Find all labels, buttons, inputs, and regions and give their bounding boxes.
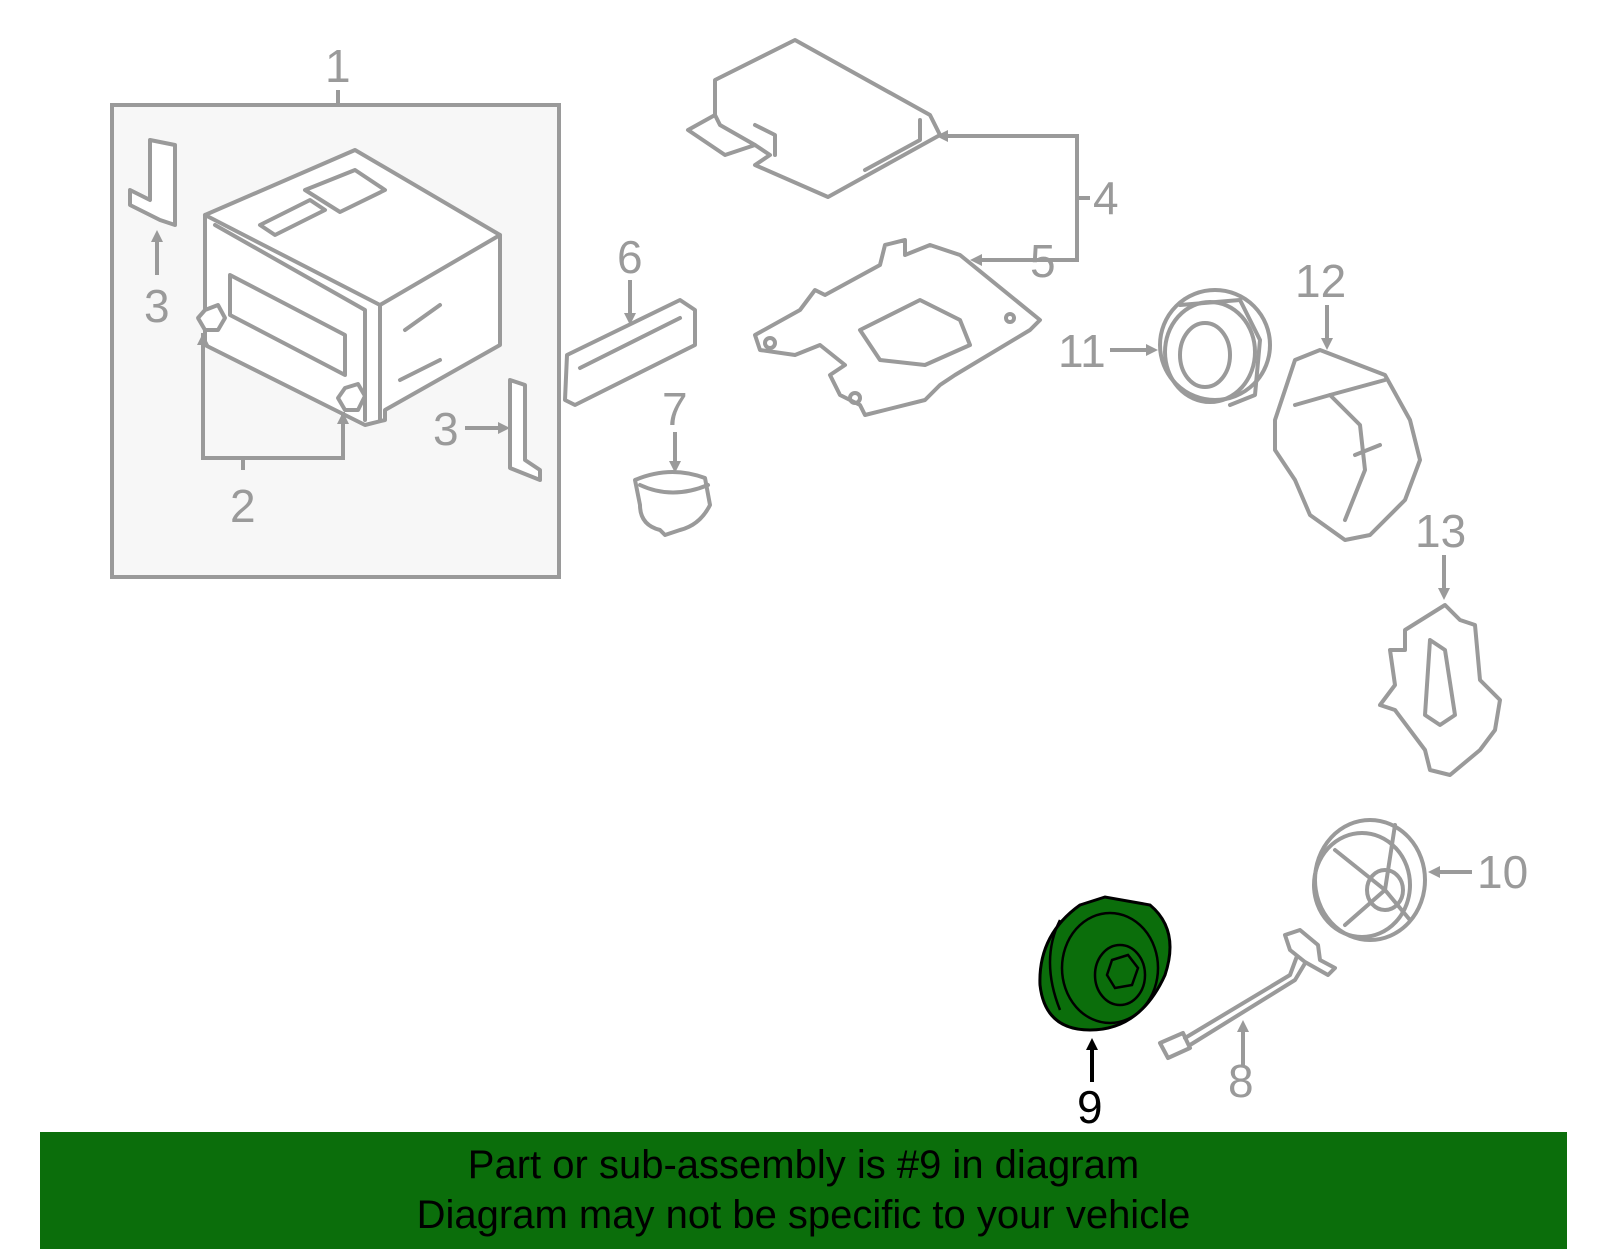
bracket-icon[interactable]: [128, 138, 542, 482]
subwoofer-enclosure-icon[interactable]: [1273, 348, 1422, 542]
speaker-cover-icon[interactable]: [1378, 603, 1502, 777]
callout-2: 2: [230, 480, 256, 532]
callout-5: 5: [1030, 235, 1056, 287]
callout-12: 12: [1295, 255, 1346, 307]
tweeter-icon[interactable]: [1158, 288, 1272, 407]
callout-11: 11: [1058, 325, 1106, 377]
parts-diagram: 1 2 3 3 4 5 6 7 8 9 10 11 12 13: [110, 38, 1528, 1132]
highlight-banner: Part or sub-assembly is #9 in diagram Di…: [40, 1132, 1567, 1249]
highlighted-speaker-icon[interactable]: [1038, 895, 1172, 1032]
radio-head-unit-icon[interactable]: [196, 148, 502, 427]
callout-8: 8: [1228, 1055, 1254, 1107]
speaker-icon[interactable]: [1312, 818, 1427, 942]
mounting-bracket-icon[interactable]: [753, 238, 1042, 417]
callout-13: 13: [1415, 505, 1466, 557]
callout-4: 4: [1093, 172, 1119, 224]
banner-line-1: Part or sub-assembly is #9 in diagram: [467, 1143, 1140, 1187]
callout-6: 6: [617, 231, 643, 283]
callout-3b: 3: [433, 403, 459, 455]
speaker-cap-icon[interactable]: [633, 469, 712, 537]
trim-strip-icon[interactable]: [563, 298, 697, 407]
callout-9: 9: [1077, 1081, 1103, 1132]
banner-line-2: Diagram may not be specific to your vehi…: [416, 1193, 1191, 1237]
callout-1: 1: [325, 40, 351, 92]
wire-harness-icon[interactable]: [1158, 928, 1337, 1060]
amplifier-module-icon[interactable]: [686, 38, 942, 199]
callout-10: 10: [1477, 846, 1528, 898]
callout-7: 7: [662, 383, 688, 435]
callout-3a: 3: [144, 280, 170, 332]
